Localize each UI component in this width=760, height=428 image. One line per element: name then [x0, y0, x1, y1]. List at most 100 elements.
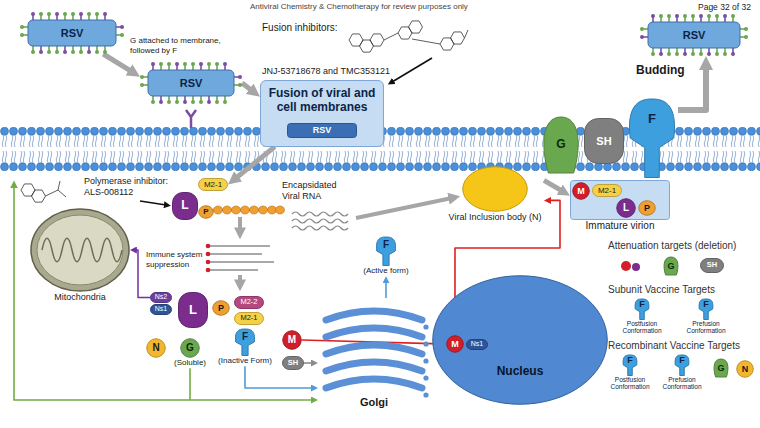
node-text: RSV — [180, 77, 203, 90]
golgi-circle — [423, 324, 428, 329]
node-text: M2-2 — [240, 298, 257, 307]
node-text: F — [679, 355, 685, 365]
text-holder: M2-1 — [198, 178, 228, 191]
rsv-virion-rect — [28, 20, 116, 46]
inclusion-body-shape — [446, 166, 544, 212]
rsv-virion-circle — [87, 12, 91, 16]
golgi-circle — [423, 358, 428, 363]
viral-rna — [212, 206, 285, 214]
rsv-virion-circle — [215, 100, 219, 104]
rsv-virion-circle — [95, 50, 99, 54]
node-text: SH — [288, 359, 298, 368]
page-number: Page 32 of 32 — [698, 2, 751, 12]
process-label: Budding — [636, 63, 685, 77]
g-icon-path — [714, 359, 728, 377]
text-holder: M2-1 — [234, 312, 264, 325]
caption-holder: Mitochondria — [30, 292, 130, 302]
node-text: F — [639, 299, 645, 309]
node-caption: Viral Inclusion body (N) — [449, 212, 542, 222]
text-holder — [30, 208, 130, 292]
rsv-virion-circle — [151, 100, 155, 104]
m2-2-protein-rect — [235, 297, 264, 309]
pathway-arrow — [385, 281, 387, 298]
caption-holder: Immature virion — [570, 220, 670, 232]
rsv-virion-circle — [238, 75, 242, 79]
f-icon: FPostfusion Conformation — [604, 354, 656, 392]
golgi-circle — [423, 392, 428, 397]
node-text: M2-1 — [598, 186, 616, 195]
rsv-virion-circle — [20, 25, 24, 29]
node-text: L — [181, 199, 188, 213]
rsv-virion-circle — [47, 12, 51, 16]
m2-1-protein-rect — [235, 313, 264, 325]
leader-arrow — [140, 201, 166, 205]
f-protein: F(Active form) — [356, 236, 416, 276]
f-protein-path — [235, 329, 254, 356]
m-protein-ellipse — [283, 331, 302, 350]
text-holder: F — [676, 298, 736, 320]
text-holder: SH — [282, 356, 304, 370]
node-text: RSV — [61, 27, 84, 40]
rsv-virion-circle — [691, 14, 695, 18]
rsv-virion-circle — [199, 62, 203, 66]
rsv-virion-circle — [103, 50, 107, 54]
text-holder: F — [212, 328, 278, 356]
rsv-virion-circle — [140, 83, 144, 87]
rsv-virion-circle — [95, 12, 99, 16]
node-text: SH — [707, 261, 717, 270]
node-text: F — [648, 112, 656, 127]
text-holder — [446, 166, 544, 212]
caption-holder: Prefusion Conformation — [656, 376, 708, 391]
p-protein: P — [638, 200, 656, 216]
rsv-virion: RSV — [640, 14, 748, 56]
caption-holder: Golgi — [318, 396, 430, 409]
golgi-circle — [423, 341, 428, 346]
node-caption: Postfusion Conformation — [622, 320, 661, 334]
rsv-virion-rect — [648, 22, 740, 48]
rsv-virion-circle — [140, 75, 144, 79]
caption-holder: Postfusion Conformation — [612, 320, 672, 335]
rsv-virion-circle — [691, 52, 695, 56]
golgi-path — [326, 328, 422, 337]
text-holder: L — [178, 292, 208, 328]
caption-holder: (Soluble) — [168, 358, 212, 367]
rsv-capsule-rect — [288, 123, 357, 137]
rsv-virion-circle — [55, 50, 59, 54]
rsv-virion-circle — [175, 62, 179, 66]
rsv-virion-circle — [120, 33, 124, 37]
ns1-protein-rect — [467, 340, 488, 350]
node-text: G — [186, 342, 194, 354]
f-protein: F — [626, 98, 678, 178]
g-protein-path — [544, 117, 578, 173]
golgi-shape — [318, 298, 430, 396]
text-holder: Ns1 — [466, 339, 488, 350]
rsv-virion: RSV — [140, 62, 242, 104]
rsv-virion-circle — [167, 62, 171, 66]
node-text: RSV — [313, 125, 332, 135]
pathway-arrow — [245, 366, 313, 388]
rsv-virion-circle — [39, 12, 43, 16]
text-holder: P — [198, 205, 214, 219]
text-holder: Ns1 — [150, 304, 172, 315]
rsv-capsule: RSV — [287, 123, 357, 138]
text-holder: F — [656, 354, 708, 376]
node-caption: Golgi — [360, 396, 388, 408]
node-text: F — [242, 331, 248, 343]
ns1-protein: Ns1 — [466, 339, 488, 350]
rsv-virion-circle — [640, 35, 644, 39]
watermark: Antiviral Chemistry & Chemotherapy for r… — [250, 2, 468, 12]
immature-virion-rect — [571, 181, 670, 220]
p-protein-ellipse — [213, 301, 230, 316]
n-protein-ellipse — [147, 339, 166, 358]
node-text: SH — [596, 135, 611, 148]
rsv-virion-circle — [707, 14, 711, 18]
node-text: M — [288, 334, 296, 346]
m2-1-protein: M2-1 — [198, 178, 228, 191]
rsv-virion-circle — [191, 62, 195, 66]
golgi: Golgi — [318, 298, 430, 410]
f-icon-path — [635, 299, 649, 320]
text-holder: P — [212, 300, 230, 316]
drug-name: JNJ-53718678 and TMC353121 — [262, 66, 390, 77]
f-icon-path — [675, 355, 689, 376]
rsv-virion-circle — [699, 52, 703, 56]
